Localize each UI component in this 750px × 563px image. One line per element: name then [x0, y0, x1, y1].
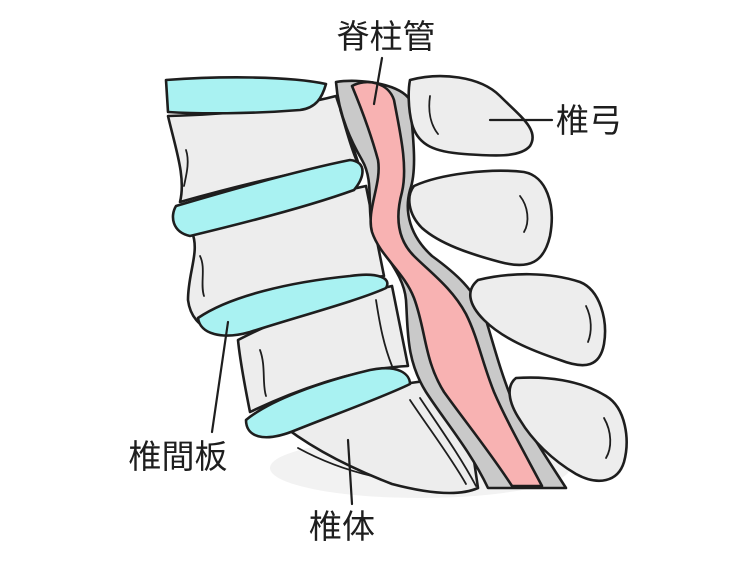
body-detail-4 — [297, 447, 373, 477]
arch-detail-2 — [519, 195, 529, 233]
label-spinal-canal: 脊柱管 — [337, 17, 436, 56]
body-detail-3 — [259, 349, 267, 397]
vertebral-arch-4 — [508, 376, 628, 482]
intervertebral-disc-4 — [244, 366, 412, 439]
intervertebral-disc-1 — [164, 76, 328, 115]
label-vertebral-body: 椎体 — [309, 507, 375, 546]
body-margin-1 — [339, 109, 357, 161]
leader-spinal-canal — [372, 56, 384, 106]
label-intervertebral-disc: 椎間板 — [129, 437, 228, 476]
label-vertebral-arch: 椎弓 — [556, 101, 622, 140]
intervertebral-disc-3 — [196, 273, 389, 337]
leader-intervertebral-disc — [210, 320, 230, 434]
arch-detail-3 — [585, 305, 592, 343]
vertebral-arch-2 — [408, 169, 554, 267]
vertebral-arch-3 — [469, 272, 607, 367]
arch-detail-4 — [603, 417, 612, 459]
body-margin-4 — [419, 397, 477, 487]
arch-detail-1 — [428, 95, 439, 135]
body-margin-2 — [375, 299, 393, 367]
body-detail-2 — [199, 255, 205, 297]
vertebral-arch-1 — [407, 74, 534, 157]
leader-vertebral-body — [346, 438, 354, 506]
body-margin-3 — [409, 399, 467, 485]
body-detail-1 — [183, 149, 189, 187]
spinal-cord — [350, 80, 544, 488]
intervertebral-disc-2 — [171, 158, 364, 238]
